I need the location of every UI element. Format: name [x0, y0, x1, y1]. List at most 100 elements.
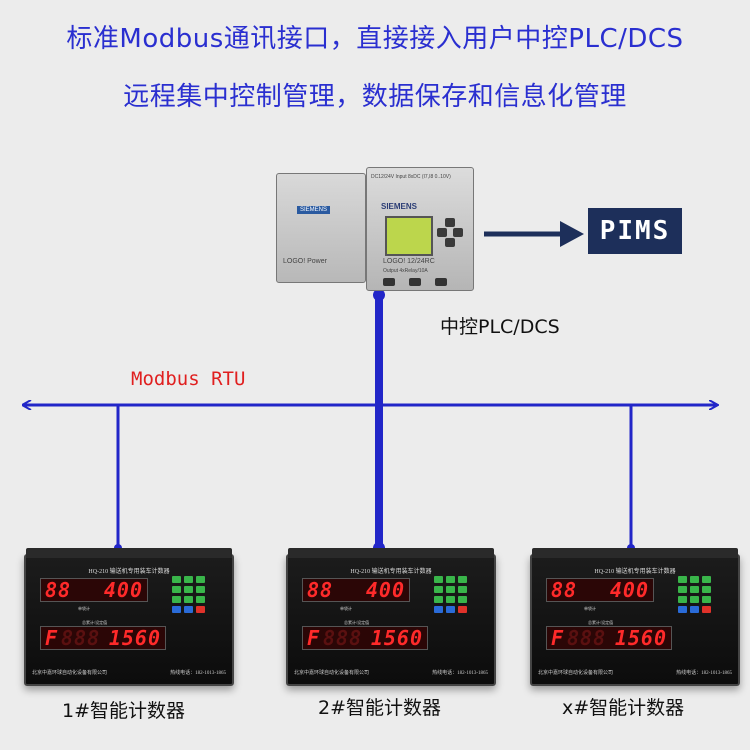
display-value: 1560	[614, 626, 667, 650]
headline-line-1: 标准Modbus通讯接口，直接接入用户中控PLC/DCS	[66, 24, 684, 54]
keypad-key[interactable]	[434, 586, 443, 593]
plc-top-text: DC12/24V Input 8xDC (I7,I8 0..10V)	[371, 174, 451, 180]
headline-line-2: 远程集中控制管理，数据保存和信息化管理	[123, 82, 627, 112]
plc-right-button[interactable]	[453, 228, 463, 237]
plc-device: SIEMENS LOGO! Power DC12/24V Input 8xDC …	[276, 163, 474, 293]
keypad-key[interactable]	[196, 596, 205, 603]
counter-top-edge	[26, 548, 232, 558]
keypad-key[interactable]	[690, 606, 699, 613]
keypad-key[interactable]	[172, 606, 181, 613]
keypad-key[interactable]	[690, 586, 699, 593]
counter-display-lower: F 888 1560	[302, 626, 428, 650]
keypad-key[interactable]	[458, 576, 467, 583]
display-value: 400	[103, 578, 143, 602]
counter-top-edge	[288, 548, 494, 558]
keypad-key[interactable]	[172, 576, 181, 583]
display-value: 1560	[370, 626, 423, 650]
keypad-key[interactable]	[690, 576, 699, 583]
hotline: 热线电话：182-1013-1865	[432, 671, 488, 676]
keypad-key[interactable]	[434, 576, 443, 583]
modbus-label: Modbus RTU	[131, 368, 246, 390]
counter-label-1: 1#智能计数器	[62, 700, 186, 722]
display-prefix: F	[551, 626, 565, 650]
keypad-key[interactable]	[184, 586, 193, 593]
keypad-key[interactable]	[196, 606, 205, 613]
keypad-key[interactable]	[458, 596, 467, 603]
plc-main-module: DC12/24V Input 8xDC (I7,I8 0..10V) SIEME…	[366, 167, 474, 291]
plc-label: 中控PLC/DCS	[440, 316, 560, 338]
counter-title: HQ-210 输送机专用装车计数器	[594, 569, 676, 575]
keypad-key[interactable]	[172, 586, 181, 593]
keypad-key[interactable]	[702, 586, 711, 593]
keypad-key[interactable]	[702, 596, 711, 603]
keypad-key[interactable]	[184, 606, 193, 613]
display-ghost-digits: 88	[307, 578, 334, 602]
keypad-key[interactable]	[690, 596, 699, 603]
pims-arrow-head	[560, 221, 584, 247]
counter-display-upper: 88 400	[302, 578, 410, 602]
plc-power-module: SIEMENS LOGO! Power	[276, 173, 366, 283]
display-prefix: F	[45, 626, 59, 650]
keypad-key[interactable]	[446, 586, 455, 593]
display-sub-label: 总累计/设定值	[588, 620, 614, 625]
counter-device-x: HQ-210 输送机专用装车计数器 88 400 单袋计 总累计/设定值 F 8…	[530, 548, 740, 686]
keypad-key[interactable]	[678, 596, 687, 603]
display-sub-label: 单袋计	[340, 606, 352, 611]
company-name: 北京中嘉环球自动化设备有限公司	[32, 671, 108, 676]
counter-label-2: 2#智能计数器	[318, 697, 442, 719]
keypad-key[interactable]	[678, 576, 687, 583]
keypad-key[interactable]	[434, 596, 443, 603]
counter-display-lower: F 888 1560	[40, 626, 166, 650]
keypad-key[interactable]	[184, 576, 193, 583]
company-name: 北京中嘉环球自动化设备有限公司	[538, 671, 614, 676]
display-value: 1560	[108, 626, 161, 650]
hotline: 热线电话：182-1013-1865	[676, 671, 732, 676]
keypad-key[interactable]	[678, 586, 687, 593]
display-sub-label: 总累计/设定值	[82, 620, 108, 625]
keypad-key[interactable]	[196, 586, 205, 593]
keypad-key[interactable]	[172, 596, 181, 603]
plc-brand: SIEMENS	[381, 202, 418, 211]
plc-terminal	[383, 278, 395, 286]
counter-device-1: HQ-210 输送机专用装车计数器 88 400 单袋计 总累计/设定值 F 8…	[24, 548, 234, 686]
plc-logo: LOGO! 12/24RC	[383, 258, 435, 265]
display-ghost-digits: 88	[551, 578, 578, 602]
display-sub-label: 单袋计	[78, 606, 90, 611]
keypad-key[interactable]	[434, 606, 443, 613]
display-value: 400	[609, 578, 649, 602]
company-name: 北京中嘉环球自动化设备有限公司	[294, 671, 370, 676]
keypad-key[interactable]	[702, 576, 711, 583]
counter-label-x: x#智能计数器	[562, 697, 685, 719]
keypad-key[interactable]	[458, 606, 467, 613]
plc-terminal	[409, 278, 421, 286]
counter-footer: 北京中嘉环球自动化设备有限公司 热线电话：182-1013-1865	[32, 669, 226, 676]
counter-display-upper: 88 400	[40, 578, 148, 602]
plc-down-button[interactable]	[445, 238, 455, 247]
keypad-key[interactable]	[446, 596, 455, 603]
counter-footer: 北京中嘉环球自动化设备有限公司 热线电话：182-1013-1865	[538, 669, 732, 676]
pims-box: PIMS	[588, 208, 682, 254]
display-ghost-digits: 888	[61, 626, 101, 650]
keypad-key[interactable]	[184, 596, 193, 603]
counter-device-2: HQ-210 输送机专用装车计数器 88 400 单袋计 总累计/设定值 F 8…	[286, 548, 496, 686]
keypad-key[interactable]	[458, 586, 467, 593]
counter-title: HQ-210 输送机专用装车计数器	[350, 569, 432, 575]
keypad-key[interactable]	[702, 606, 711, 613]
plc-psu-logo: LOGO! Power	[283, 258, 327, 265]
plc-psu-brand: SIEMENS	[297, 206, 331, 214]
plc-up-button[interactable]	[445, 218, 455, 227]
keypad-key[interactable]	[446, 606, 455, 613]
display-sub-label: 单袋计	[584, 606, 596, 611]
display-ghost-digits: 888	[323, 626, 363, 650]
display-prefix: F	[307, 626, 321, 650]
keypad-key[interactable]	[196, 576, 205, 583]
counter-footer: 北京中嘉环球自动化设备有限公司 热线电话：182-1013-1865	[294, 669, 488, 676]
plc-left-button[interactable]	[437, 228, 447, 237]
plc-port	[373, 289, 385, 301]
keypad-key[interactable]	[678, 606, 687, 613]
counter-display-upper: 88 400	[546, 578, 654, 602]
keypad-key[interactable]	[446, 576, 455, 583]
display-sub-label: 总累计/设定值	[344, 620, 370, 625]
display-value: 400	[365, 578, 405, 602]
plc-lcd-screen	[385, 216, 433, 256]
